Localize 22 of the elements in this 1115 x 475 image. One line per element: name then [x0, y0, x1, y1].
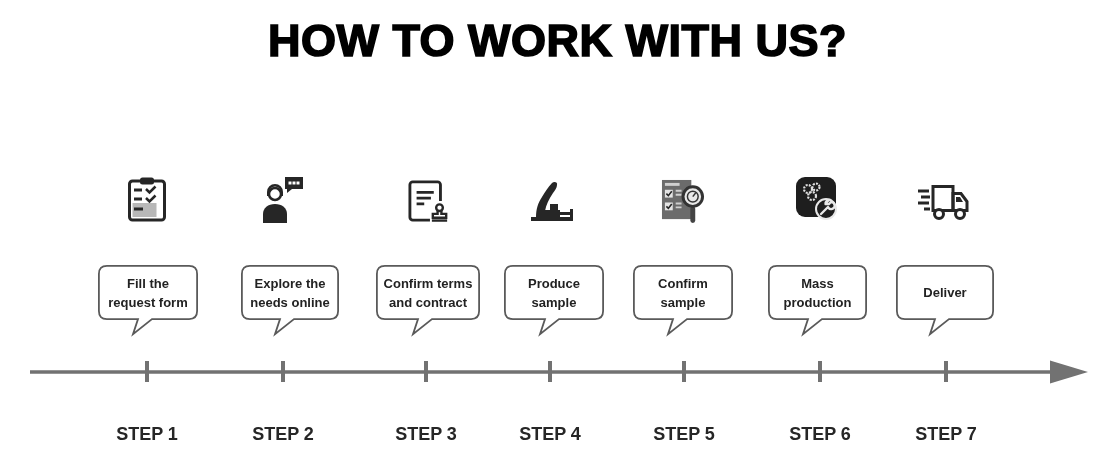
step-label: STEP 7	[915, 423, 977, 445]
speech-bubble	[376, 265, 480, 336]
bubble-text: Produce sample	[527, 274, 581, 312]
bubble-text: Explore the needs online	[249, 274, 331, 312]
bubble-text: Confirm sample	[657, 274, 709, 312]
speech-bubble	[98, 265, 198, 336]
speech-bubble	[768, 265, 867, 336]
title: HOW TO WORK WITH US?	[267, 18, 848, 63]
step-label: STEP 6	[789, 423, 851, 445]
step-label: STEP 1	[116, 423, 178, 445]
speech-bubble	[633, 265, 733, 336]
step-label: STEP 4	[519, 423, 581, 445]
step-label: STEP 2	[252, 423, 314, 445]
bubble-text: Confirm terms and contract	[382, 274, 474, 312]
speech-bubble	[896, 265, 994, 336]
step-label: STEP 5	[653, 423, 715, 445]
step-label: STEP 3	[395, 423, 457, 445]
bubble-text: Deliver	[923, 284, 967, 302]
speech-bubble	[504, 265, 604, 336]
bubble-text: Mass production	[782, 274, 853, 312]
speech-bubble	[241, 265, 339, 336]
bubble-text: Fill the request form	[107, 274, 189, 312]
